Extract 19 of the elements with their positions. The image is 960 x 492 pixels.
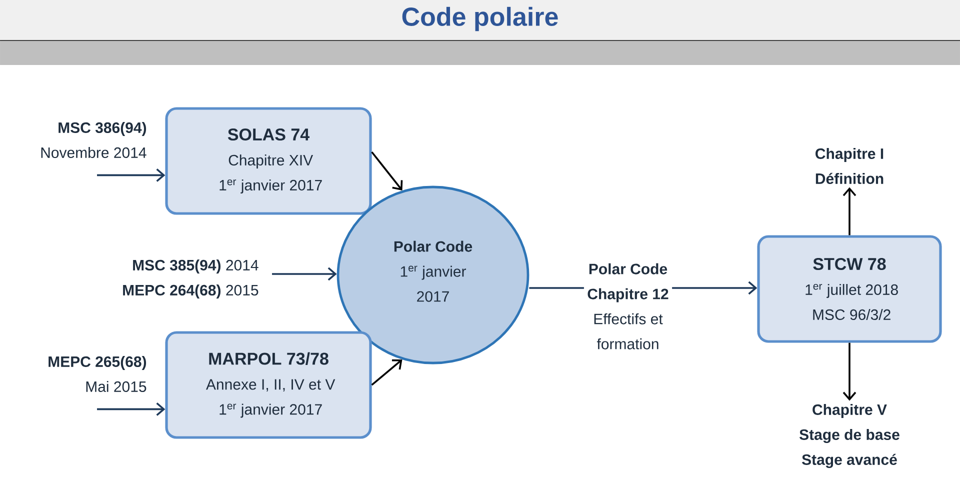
arrow <box>97 402 166 416</box>
arrow <box>371 151 403 190</box>
arrow <box>272 267 337 281</box>
arrow <box>842 187 856 236</box>
process-box: SOLAS 74 Chapitre XIV 1$^{er}$ janvier 2017 <box>165 107 372 215</box>
process-box: MARPOL 73/78 Annexe I, II, IV et V 1$^{er}$ janvier 2017 <box>165 331 372 439</box>
reference-text: Chapitre I Définition <box>816 148 884 184</box>
title: Code polaire <box>402 6 558 32</box>
reference-text: Polar Code Chapitre 12 Effectifs et formation <box>588 263 668 350</box>
reference-text: MSC 385(94) 2014 MEPC 264(68) 2015 <box>123 260 258 298</box>
arrow <box>672 281 758 295</box>
arrow <box>371 359 402 386</box>
reference-text: MSC 386(94) Novembre 2014 <box>41 122 146 158</box>
connector-line <box>529 287 584 289</box>
reference-text: MEPC 265(68) Mai 2015 <box>48 356 146 392</box>
process-box: STCW 78 1$^{er}$ juillet 2018 MSC 96/3/2 <box>757 235 942 343</box>
arrow <box>842 342 856 401</box>
arrow <box>97 168 166 182</box>
reference-text: Chapitre V Stage de base Stage avancé <box>800 404 900 468</box>
